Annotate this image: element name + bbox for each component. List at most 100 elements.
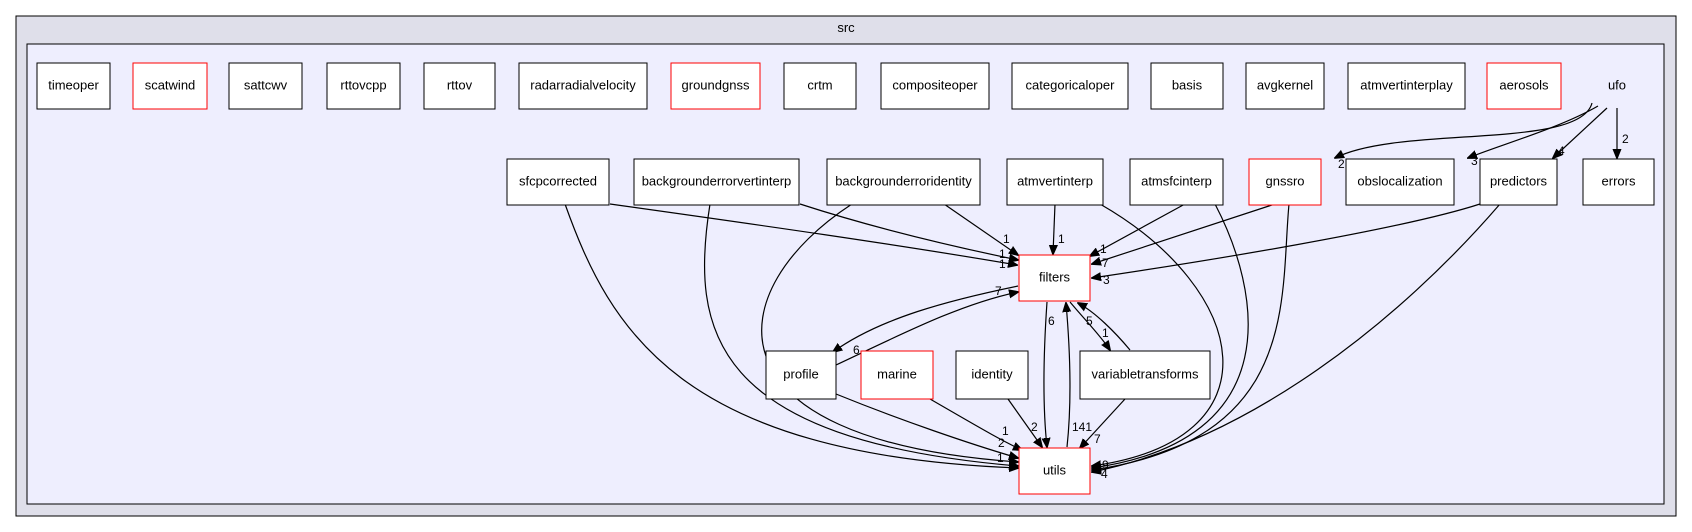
elabel-profile-filters[interactable]: 7 [995, 284, 1002, 298]
node-marine-label: marine [877, 366, 917, 381]
edge-profile-filters [835, 292, 1018, 366]
node-atmvertinterp[interactable]: atmvertinterp [1006, 158, 1104, 206]
edge-bevi-filters [799, 203, 1018, 260]
edge-utils-filters [1066, 303, 1070, 448]
elabel-identity-utils[interactable]: 2 [1031, 420, 1038, 434]
edge-predictors-filters [1092, 203, 1481, 278]
edge-ufo-predictors [1553, 107, 1608, 158]
elabel-utils-filters[interactable]: 141 [1072, 420, 1092, 434]
elabel-filters-profile[interactable]: 6 [853, 343, 860, 357]
node-crtm-label: crtm [807, 77, 832, 92]
edge-bevi-utils [703, 203, 1018, 466]
node-categoricaloper-label: categoricaloper [1026, 77, 1116, 92]
elabel-filters-vt[interactable]: 5 [1086, 314, 1093, 328]
node-obslocalization[interactable]: obslocalization [1345, 158, 1455, 206]
node-scatwind-label: scatwind [145, 77, 196, 92]
node-obslocalization-label: obslocalization [1357, 173, 1442, 188]
node-backgrounderroridentity[interactable]: backgrounderroridentity [826, 158, 981, 206]
elabel-atmsfcinterp-filters[interactable]: 1 [1100, 242, 1107, 256]
edge-variabletransforms-filters [1078, 303, 1131, 351]
node-identity[interactable]: identity [955, 350, 1029, 400]
node-compositeoper-label: compositeoper [892, 77, 978, 92]
elabel-atmvertinterp-filters[interactable]: 1 [1058, 232, 1065, 246]
node-utils[interactable]: utils [1018, 447, 1091, 495]
elabel-bei-filters[interactable]: 1 [1003, 232, 1010, 246]
ufo-folder-label[interactable]: ufo [1608, 77, 1626, 92]
node-profile[interactable]: profile [765, 350, 837, 400]
elabel-ufo-obslocalization[interactable]: 3 [1471, 154, 1478, 168]
node-rttov[interactable]: rttov [423, 62, 496, 110]
edge-atmsfcinterp-filters [1090, 203, 1186, 256]
edge-labels: 2 3 4 2 1 1 1 1 1 7 3 7 6 6 141 1 5 1 2 … [853, 132, 1629, 481]
node-sattcwv-label: sattcwv [244, 77, 288, 92]
elabel-predictors-filters[interactable]: 3 [1103, 273, 1110, 287]
node-aerosols[interactable]: aerosols [1486, 62, 1562, 110]
node-variabletransforms[interactable]: variabletransforms [1079, 350, 1211, 400]
elabel-gnssro-filters[interactable]: 7 [1102, 256, 1109, 270]
edge-variabletransforms-utils [1080, 398, 1126, 448]
elabel-marine-utils[interactable]: 1 [1002, 424, 1009, 438]
elabel-vt-utils[interactable]: 7 [1094, 432, 1101, 446]
node-sattcwv[interactable]: sattcwv [228, 62, 303, 110]
node-backgrounderroridentity-label: backgrounderroridentity [835, 173, 972, 188]
edge-sfcpcorrected-utils [564, 203, 1018, 468]
node-variabletransforms-label: variabletransforms [1092, 366, 1199, 381]
elabel-sfcp-filters[interactable]: 1 [999, 257, 1006, 271]
node-timeoper-label: timeoper [48, 77, 99, 92]
edges [564, 102, 1617, 472]
node-timeoper[interactable]: timeoper [36, 62, 111, 110]
node-categoricaloper[interactable]: categoricaloper [1011, 62, 1129, 110]
node-groundgnss[interactable]: groundgnss [670, 62, 761, 110]
elabel-filters-utils[interactable]: 6 [1048, 314, 1055, 328]
node-scatwind[interactable]: scatwind [132, 62, 208, 110]
node-predictors-label: predictors [1490, 173, 1548, 188]
edge-atmvertinterp-filters [1053, 203, 1055, 254]
node-crtm[interactable]: crtm [783, 62, 857, 110]
elabel-predictors-utils[interactable]: 4 [1101, 467, 1108, 481]
node-rttov-label: rttov [447, 77, 473, 92]
node-backgrounderrorvertinterp[interactable]: backgrounderrorvertinterp [633, 158, 800, 206]
elabel-ufo-errors[interactable]: 2 [1622, 132, 1629, 146]
cluster-src-label: src [837, 20, 855, 35]
elabel-ufo-gnssro[interactable]: 2 [1338, 157, 1345, 171]
edge-gnssro-filters [1092, 203, 1276, 264]
edge-identity-utils [1007, 398, 1042, 447]
edge-filters-utils [1044, 301, 1047, 447]
elabel-ufo-predictors[interactable]: 4 [1558, 144, 1565, 158]
node-gnssro[interactable]: gnssro [1248, 158, 1322, 206]
edge-ufo-obslocalization [1468, 105, 1599, 158]
edge-atmvertinterp-utils [1092, 203, 1224, 466]
node-atmvertinterplay[interactable]: atmvertinterplay [1347, 62, 1466, 110]
node-backgrounderrorvertinterp-label: backgrounderrorvertinterp [642, 173, 792, 188]
elabel-vt-filters[interactable]: 1 [1102, 326, 1109, 340]
node-marine[interactable]: marine [860, 350, 934, 400]
edge-ufo-gnssro [1335, 102, 1593, 158]
elabel-bei-utils[interactable]: 1 [997, 451, 1004, 465]
edge-gnssro-utils [1092, 203, 1290, 470]
node-atmsfcinterp[interactable]: atmsfcinterp [1129, 158, 1224, 206]
node-identity-label: identity [971, 366, 1013, 381]
node-basis-label: basis [1172, 77, 1203, 92]
node-compositeoper[interactable]: compositeoper [880, 62, 990, 110]
node-radarradialvelocity-label: radarradialvelocity [530, 77, 636, 92]
node-avgkernel[interactable]: avgkernel [1245, 62, 1325, 110]
elabel-gnssro-utils[interactable]: 9 [1102, 458, 1109, 472]
node-utils-label: utils [1043, 462, 1067, 477]
edge-filters-variabletransforms [1069, 301, 1110, 350]
node-profile-label: profile [783, 366, 818, 381]
node-gnssro-label: gnssro [1265, 173, 1304, 188]
edge-profile-utils [835, 393, 1018, 458]
node-predictors[interactable]: predictors [1479, 158, 1558, 206]
node-radarradialvelocity[interactable]: radarradialvelocity [518, 62, 648, 110]
node-rttovcpp[interactable]: rttovcpp [326, 62, 401, 110]
node-sfcpcorrected-label: sfcpcorrected [519, 173, 597, 188]
node-errors[interactable]: errors [1582, 158, 1655, 206]
elabel-profile-utils[interactable]: 2 [998, 436, 1005, 450]
elabel-bevi-filters[interactable]: 1 [999, 247, 1006, 261]
edge-marine-utils [929, 398, 1022, 450]
node-filters[interactable]: filters [1018, 254, 1091, 302]
node-avgkernel-label: avgkernel [1257, 77, 1313, 92]
node-sfcpcorrected[interactable]: sfcpcorrected [506, 158, 610, 206]
node-aerosols-label: aerosols [1499, 77, 1549, 92]
node-basis[interactable]: basis [1150, 62, 1224, 110]
